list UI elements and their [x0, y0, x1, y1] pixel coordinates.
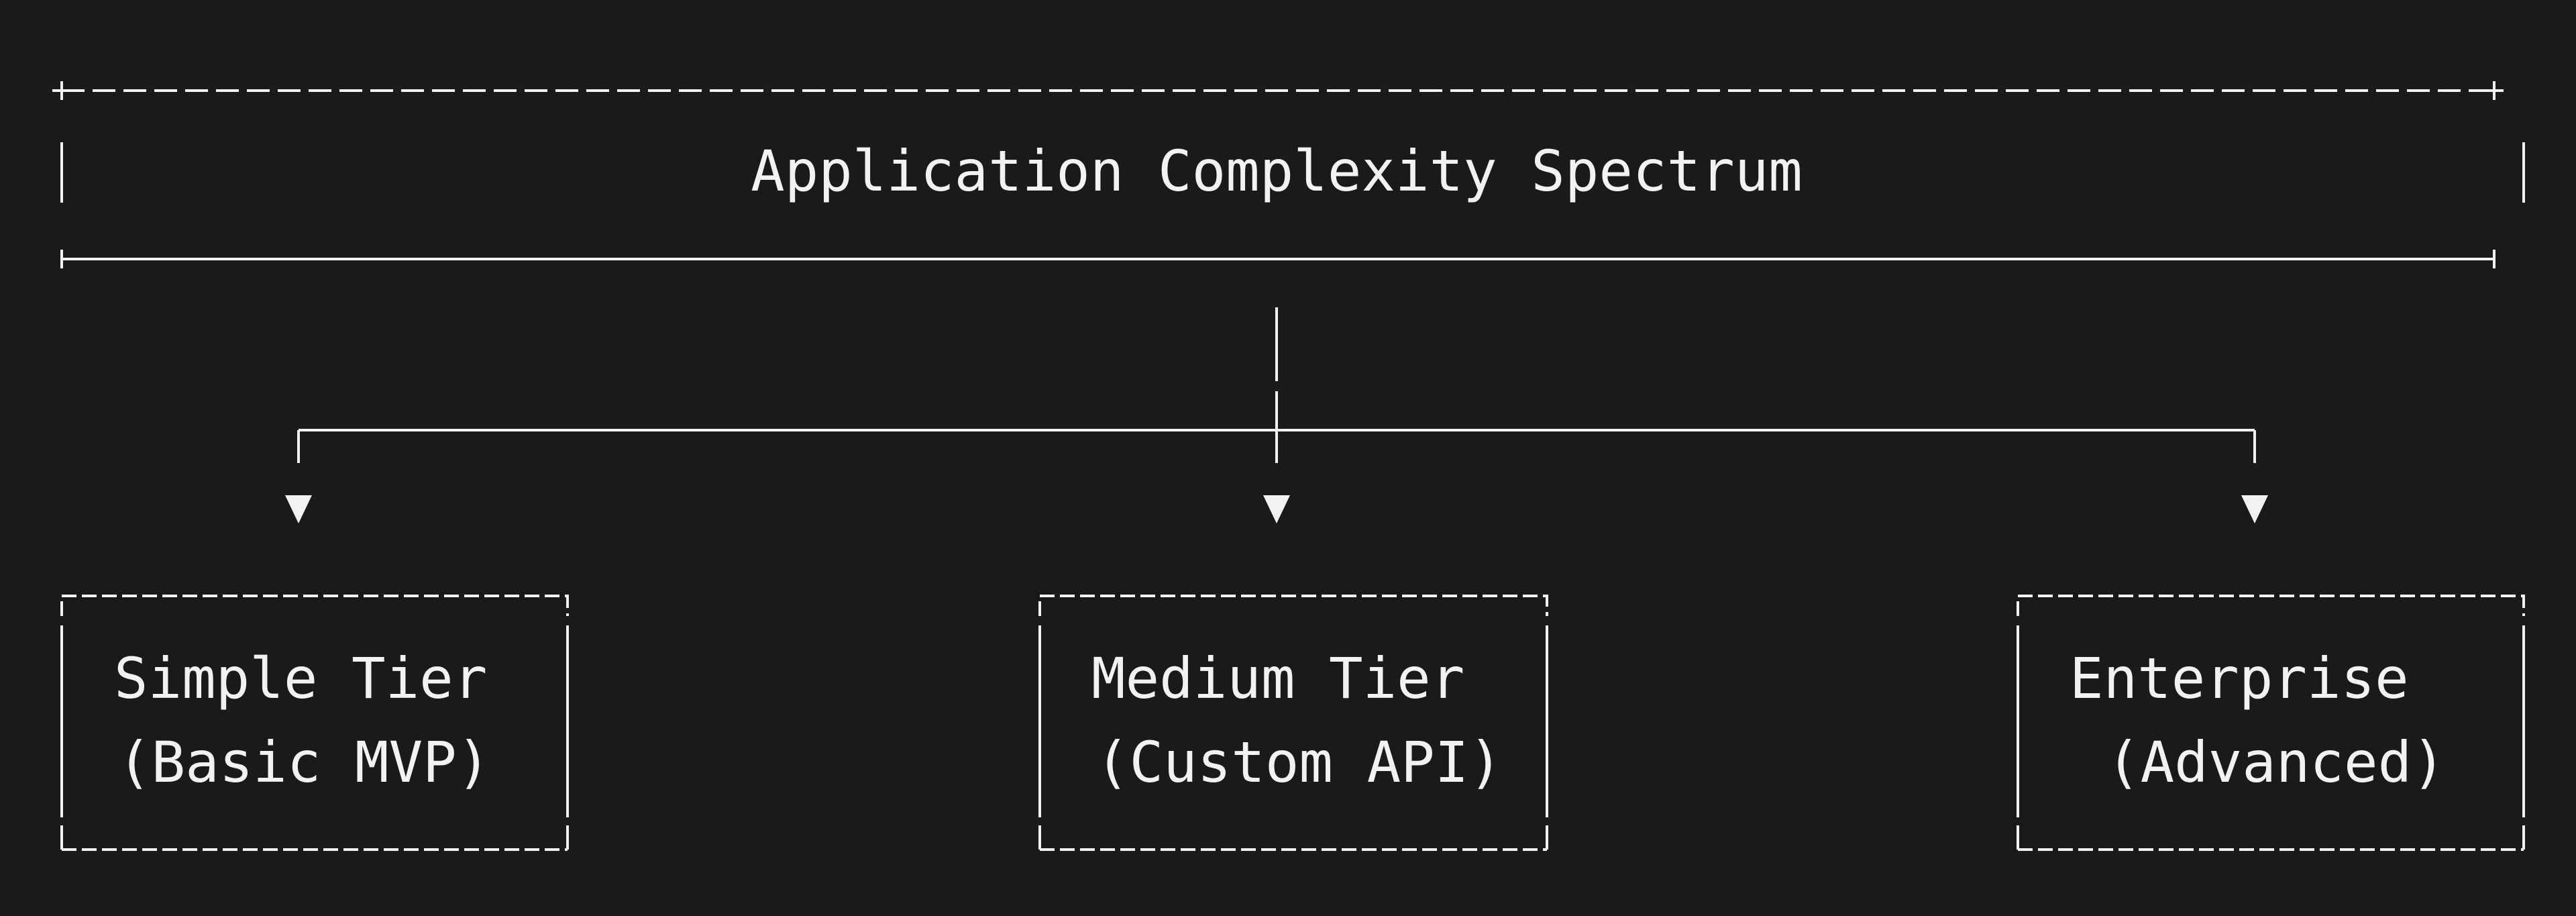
tier-subtitle: (Custom API) — [1095, 729, 1503, 795]
tier-box-simple: Simple Tier (Basic MVP) — [60, 595, 569, 851]
connector — [297, 307, 2256, 463]
tier-box-medium: Medium Tier (Custom API) — [1038, 595, 1548, 851]
tier-subtitle: (Advanced) — [2106, 729, 2446, 795]
tier-title: Simple Tier — [114, 646, 487, 711]
header-box: Application Complexity Spectrum — [52, 81, 2525, 268]
page-title: Application Complexity Spectrum — [751, 138, 1803, 204]
arrow-down-icon — [1263, 495, 1290, 523]
tier-subtitle: (Basic MVP) — [117, 729, 490, 795]
arrow-down-icon — [285, 495, 312, 523]
tier-box-enterprise: Enterprise (Advanced) — [2017, 595, 2525, 851]
arrow-down-icon — [2241, 495, 2268, 523]
tier-title: Enterprise — [2070, 646, 2409, 711]
tier-title: Medium Tier — [1091, 646, 1464, 711]
